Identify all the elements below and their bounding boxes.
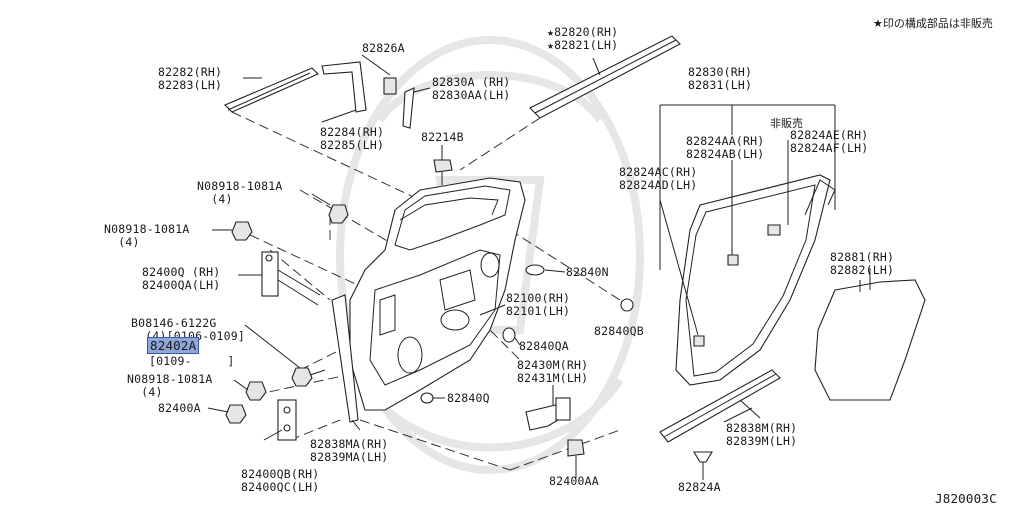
fasteners <box>225 159 634 424</box>
label-82840n[interactable]: 82840N <box>566 265 609 279</box>
sash-weatherstrip-part <box>331 294 359 423</box>
label-82214b[interactable]: 82214B <box>421 130 464 144</box>
bottom-clip-part <box>693 451 713 474</box>
label-82100[interactable]: 82100(RH) 82101(LH) <box>506 291 571 318</box>
sealing-screen-part <box>814 279 926 401</box>
check-link-part <box>525 397 585 470</box>
label-nut-08918-1[interactable]: N08918-1081A (4) <box>197 179 283 206</box>
label-82830a[interactable]: 82830A (RH) 82830AA(LH) <box>432 75 511 102</box>
label-82840qa[interactable]: 82840QA <box>519 339 569 353</box>
not-for-sale-note: ★印の構成部品は非販売 <box>873 17 993 30</box>
sash-tape-part <box>402 87 415 129</box>
label-82838m[interactable]: 82838M(RH) 82839M(LH) <box>726 421 798 448</box>
label-82430m[interactable]: 82430M(RH) 82431M(LH) <box>517 358 589 385</box>
label-82838ma[interactable]: 82838MA(RH) 82839MA(LH) <box>310 437 389 464</box>
label-82824a[interactable]: 82824A <box>678 480 721 494</box>
label-82830[interactable]: 82830(RH) 82831(LH) <box>688 65 753 92</box>
diagram-code: J820003C <box>935 491 997 506</box>
door-panel-part <box>349 177 526 411</box>
label-82826a[interactable]: 82826A <box>362 41 405 55</box>
label-82824aa[interactable]: 82824AA(RH) 82824AB(LH) <box>686 134 765 161</box>
label-nut-08918-2[interactable]: N08918-1081A (4) <box>104 222 190 249</box>
corner-part <box>321 54 397 113</box>
label-82820[interactable]: ★82820(RH) ★82821(LH) <box>547 25 619 52</box>
label-82402a-highlighted[interactable]: 82402A <box>147 337 200 354</box>
label-82840qb[interactable]: 82840QB <box>594 324 644 338</box>
lower-hinge-part <box>277 399 297 441</box>
label-bolt-date: [0109- ] <box>149 354 235 368</box>
leader-lines <box>207 109 871 480</box>
outside-moulding-part <box>529 35 681 119</box>
label-82824ae[interactable]: 82824AE(RH) 82824AF(LH) <box>790 128 869 155</box>
label-82824ac[interactable]: 82824AC(RH) 82824AD(LH) <box>619 165 698 192</box>
label-82282[interactable]: 82282(RH) 82283(LH) <box>158 65 223 92</box>
label-82400a[interactable]: 82400A <box>158 401 201 415</box>
label-82400aa[interactable]: 82400AA <box>549 474 599 488</box>
label-82840q[interactable]: 82840Q <box>447 391 490 405</box>
moulding-part <box>224 67 319 113</box>
upper-hinge-part <box>261 251 321 306</box>
label-not-sold: 非販売 <box>770 117 803 130</box>
highlight-box[interactable]: 82402A <box>147 337 200 354</box>
label-82881[interactable]: 82881(RH) 82882(LH) <box>830 250 895 277</box>
label-82400qb[interactable]: 82400QB(RH) 82400QC(LH) <box>241 467 320 494</box>
weatherstrip-clips <box>693 224 781 347</box>
label-82284[interactable]: 82284(RH) 82285(LH) <box>320 125 385 152</box>
label-82400q[interactable]: 82400Q (RH) 82400QA(LH) <box>142 265 221 292</box>
label-nut-08918-3[interactable]: N08918-1081A (4) <box>127 372 213 399</box>
door-weatherstrip-part <box>659 104 836 386</box>
